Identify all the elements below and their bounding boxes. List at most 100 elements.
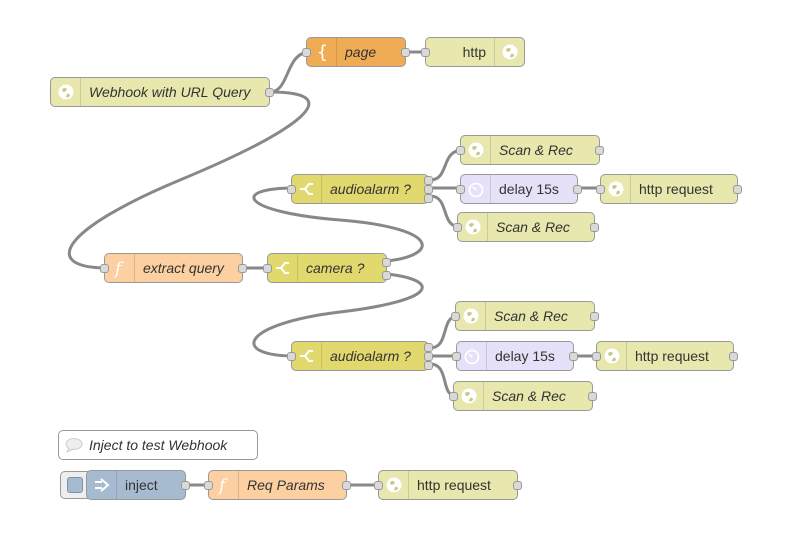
function-icon: f xyxy=(105,254,135,282)
globe-icon xyxy=(494,38,524,66)
node-label: extract query xyxy=(143,260,224,276)
output-port[interactable] xyxy=(238,264,247,273)
switch-icon xyxy=(292,175,322,203)
scan-rec-node-1[interactable]: Scan & Rec xyxy=(456,135,604,165)
svg-text:f: f xyxy=(113,259,124,278)
audioalarm-switch-node-1[interactable]: audioalarm ? xyxy=(287,174,433,204)
output-port[interactable] xyxy=(595,146,604,155)
switch-icon xyxy=(268,254,298,282)
input-port[interactable] xyxy=(421,48,430,57)
input-port[interactable] xyxy=(452,352,461,361)
node-label: audioalarm ? xyxy=(330,348,411,364)
input-port[interactable] xyxy=(592,352,601,361)
output-port[interactable] xyxy=(401,48,410,57)
input-port[interactable] xyxy=(596,185,605,194)
wire-webhook-page xyxy=(269,50,311,94)
webhook-http-in-node[interactable]: Webhook with URL Query xyxy=(50,77,274,107)
input-port[interactable] xyxy=(204,481,213,490)
page-template-node[interactable]: { page xyxy=(302,37,410,67)
node-label: http request xyxy=(639,181,713,197)
http-request-node-2[interactable]: http request xyxy=(592,341,738,371)
node-label: http request xyxy=(417,477,491,493)
arrow-in-icon xyxy=(87,471,117,499)
input-port[interactable] xyxy=(453,223,462,232)
input-port[interactable] xyxy=(100,264,109,273)
output-port[interactable] xyxy=(265,88,274,97)
node-label: camera ? xyxy=(306,260,365,276)
http-request-node-1[interactable]: http request xyxy=(596,174,742,204)
output-port[interactable] xyxy=(342,481,351,490)
output-port-1[interactable] xyxy=(424,176,433,185)
timer-icon xyxy=(457,342,487,370)
output-port[interactable] xyxy=(569,352,578,361)
output-port-1[interactable] xyxy=(424,343,433,352)
comment-icon xyxy=(59,437,89,453)
output-port[interactable] xyxy=(588,392,597,401)
delay-node-1[interactable]: delay 15s xyxy=(456,174,582,204)
globe-icon xyxy=(51,78,81,106)
node-label: Scan & Rec xyxy=(499,142,573,158)
output-port-3[interactable] xyxy=(424,194,433,203)
inject-node[interactable]: inject xyxy=(86,470,190,500)
globe-icon xyxy=(379,471,409,499)
node-label: delay 15s xyxy=(499,181,559,197)
input-port[interactable] xyxy=(287,185,296,194)
globe-icon xyxy=(597,342,627,370)
globe-icon xyxy=(461,136,491,164)
node-label: delay 15s xyxy=(495,348,555,364)
node-label: Inject to test Webhook xyxy=(89,437,228,453)
wire-webhook-extract xyxy=(67,90,311,270)
node-label: audioalarm ? xyxy=(330,181,411,197)
http-response-node[interactable]: http xyxy=(421,37,525,67)
input-port[interactable] xyxy=(263,264,272,273)
output-port[interactable] xyxy=(733,185,742,194)
function-icon: f xyxy=(209,471,239,499)
switch-icon xyxy=(292,342,322,370)
svg-text:f: f xyxy=(217,476,228,495)
node-label: page xyxy=(345,44,377,60)
node-label: Scan & Rec xyxy=(496,219,570,235)
inject-trigger-button[interactable] xyxy=(60,471,90,499)
node-label: Req Params xyxy=(247,477,325,493)
scan-rec-node-3[interactable]: Scan & Rec xyxy=(451,301,599,331)
delay-node-2[interactable]: delay 15s xyxy=(452,341,578,371)
input-port[interactable] xyxy=(374,481,383,490)
output-port-1[interactable] xyxy=(382,258,391,267)
output-port-3[interactable] xyxy=(424,361,433,370)
output-port-2[interactable] xyxy=(382,271,391,280)
input-port[interactable] xyxy=(287,352,296,361)
req-params-function-node[interactable]: f Req Params xyxy=(204,470,351,500)
output-port[interactable] xyxy=(573,185,582,194)
input-port[interactable] xyxy=(449,392,458,401)
input-port[interactable] xyxy=(451,312,460,321)
input-port[interactable] xyxy=(456,146,465,155)
node-label: Webhook with URL Query xyxy=(89,84,251,100)
output-port[interactable] xyxy=(590,223,599,232)
scan-rec-node-4[interactable]: Scan & Rec xyxy=(449,381,597,411)
node-label: inject xyxy=(125,477,158,493)
http-request-node-3[interactable]: http request xyxy=(374,470,522,500)
globe-icon xyxy=(454,382,484,410)
camera-switch-node[interactable]: camera ? xyxy=(263,253,391,283)
output-port-2[interactable] xyxy=(424,352,433,361)
globe-icon xyxy=(458,213,488,241)
node-label: Scan & Rec xyxy=(492,388,566,404)
node-label: Scan & Rec xyxy=(494,308,568,324)
audioalarm-switch-node-2[interactable]: audioalarm ? xyxy=(287,341,433,371)
scan-rec-node-2[interactable]: Scan & Rec xyxy=(453,212,599,242)
output-port-2[interactable] xyxy=(424,185,433,194)
extract-query-function-node[interactable]: f extract query xyxy=(100,253,247,283)
node-label: http request xyxy=(635,348,709,364)
output-port[interactable] xyxy=(181,481,190,490)
input-port[interactable] xyxy=(302,48,311,57)
svg-text:{: { xyxy=(317,42,328,62)
timer-icon xyxy=(461,175,491,203)
globe-icon xyxy=(601,175,631,203)
input-port[interactable] xyxy=(456,185,465,194)
node-label: http xyxy=(462,44,486,60)
output-port[interactable] xyxy=(513,481,522,490)
globe-icon xyxy=(456,302,486,330)
output-port[interactable] xyxy=(729,352,738,361)
output-port[interactable] xyxy=(590,312,599,321)
comment-node[interactable]: Inject to test Webhook xyxy=(58,430,258,460)
